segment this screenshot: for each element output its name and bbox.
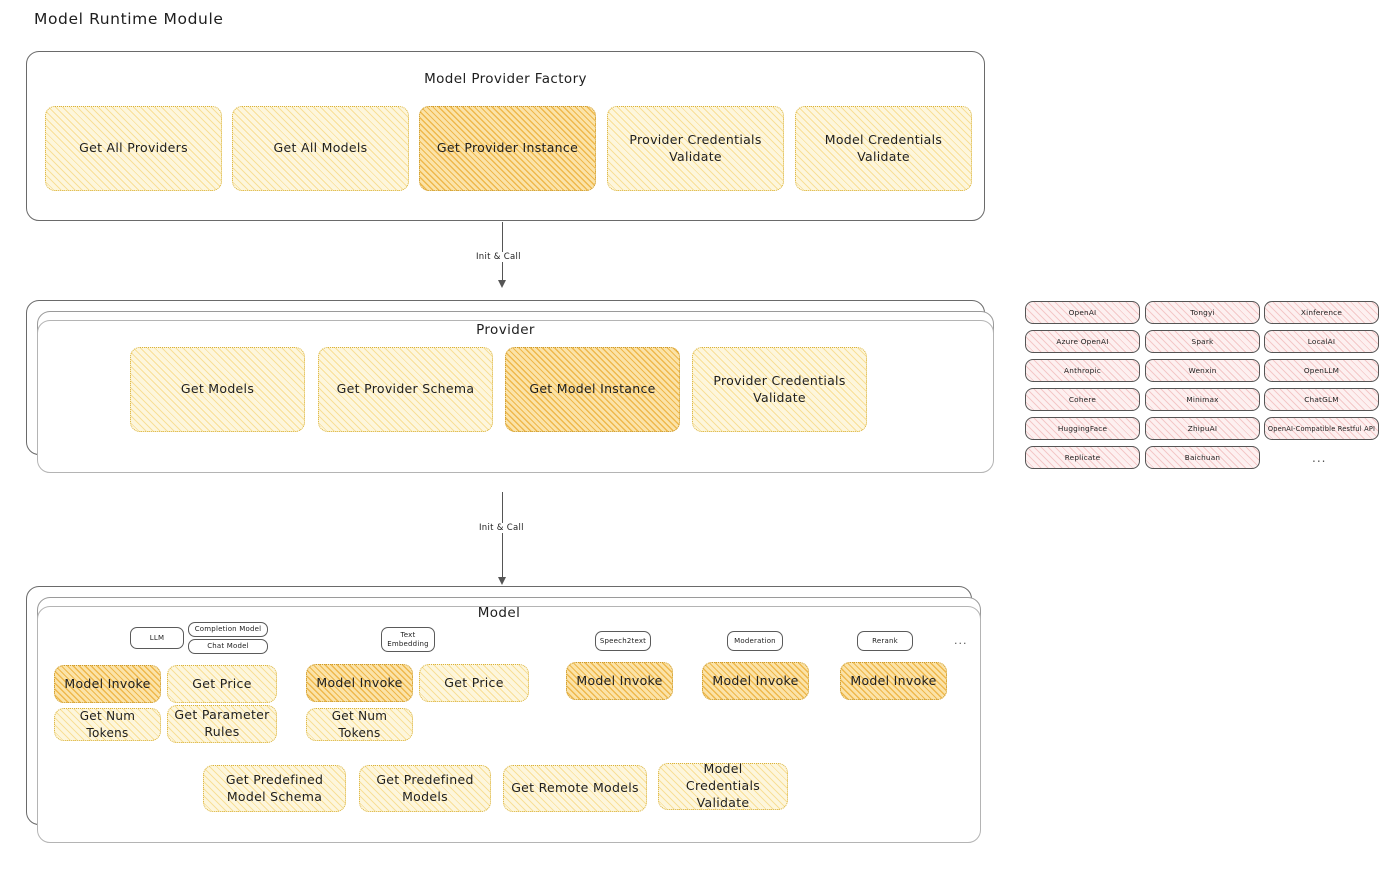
- chip-text-embedding[interactable]: Text Embedding: [381, 627, 435, 652]
- card-get-models[interactable]: Get Models: [130, 347, 305, 432]
- card-get-model-instance[interactable]: Get Model Instance: [505, 347, 680, 432]
- provider-pill-wenxin[interactable]: Wenxin: [1145, 359, 1260, 382]
- card-model-credentials-validate[interactable]: Model Credentials Validate: [795, 106, 972, 191]
- card-llm-model-invoke[interactable]: Model Invoke: [54, 665, 161, 703]
- card-get-provider-schema[interactable]: Get Provider Schema: [318, 347, 493, 432]
- provider-label: Provider: [476, 322, 535, 338]
- provider-pill-cohere[interactable]: Cohere: [1025, 388, 1140, 411]
- chip-llm[interactable]: LLM: [130, 627, 184, 649]
- chip-speech2text[interactable]: Speech2text: [595, 631, 651, 651]
- provider-pill-huggingface[interactable]: HuggingFace: [1025, 417, 1140, 440]
- card-provider-credentials-validate-2[interactable]: Provider Credentials Validate: [692, 347, 867, 432]
- model-label: Model: [477, 605, 521, 621]
- model-provider-factory-container: Model Provider Factory Get All Providers…: [26, 51, 985, 221]
- model-provider-factory-label: Model Provider Factory: [424, 71, 587, 87]
- provider-pill-localai[interactable]: LocalAI: [1264, 330, 1379, 353]
- card-get-all-models[interactable]: Get All Models: [232, 106, 409, 191]
- provider-pill-openllm[interactable]: OpenLLM: [1264, 359, 1379, 382]
- card-embedding-get-num-tokens[interactable]: Get Num Tokens: [306, 708, 413, 741]
- provider-container: Provider Get Models Get Provider Schema …: [26, 300, 994, 473]
- card-moderation-model-invoke[interactable]: Model Invoke: [702, 662, 809, 700]
- card-get-remote-models[interactable]: Get Remote Models: [503, 765, 647, 812]
- provider-pill-azure-openai[interactable]: Azure OpenAI: [1025, 330, 1140, 353]
- card-rerank-model-invoke[interactable]: Model Invoke: [840, 662, 947, 700]
- card-get-provider-instance[interactable]: Get Provider Instance: [419, 106, 596, 191]
- provider-pill-chatglm[interactable]: ChatGLM: [1264, 388, 1379, 411]
- card-embedding-model-invoke[interactable]: Model Invoke: [306, 664, 413, 702]
- provider-pill-tongyi[interactable]: Tongyi: [1145, 301, 1260, 324]
- provider-pill-minimax[interactable]: Minimax: [1145, 388, 1260, 411]
- provider-pill-xinference[interactable]: Xinference: [1264, 301, 1379, 324]
- provider-pill-spark[interactable]: Spark: [1145, 330, 1260, 353]
- provider-pill-replicate[interactable]: Replicate: [1025, 446, 1140, 469]
- card-get-predefined-models[interactable]: Get Predefined Models: [359, 765, 491, 812]
- chip-completion-model[interactable]: Completion Model: [188, 622, 268, 637]
- card-get-predefined-model-schema[interactable]: Get Predefined Model Schema: [203, 765, 346, 812]
- card-speech2text-model-invoke[interactable]: Model Invoke: [566, 662, 673, 700]
- model-container: Model LLM Completion Model Chat Model Te…: [26, 586, 981, 843]
- arrow-provider-to-model-line: [502, 492, 503, 579]
- card-provider-credentials-validate[interactable]: Provider Credentials Validate: [607, 106, 784, 191]
- arrow-label-init-call-1: Init & Call: [473, 252, 524, 262]
- arrow-factory-to-provider-head: [498, 280, 506, 288]
- card-get-all-providers[interactable]: Get All Providers: [45, 106, 222, 191]
- provider-pill-openai[interactable]: OpenAI: [1025, 301, 1140, 324]
- chip-moderation[interactable]: Moderation: [727, 631, 783, 651]
- provider-pill-baichuan[interactable]: Baichuan: [1145, 446, 1260, 469]
- arrow-provider-to-model-head: [498, 577, 506, 585]
- provider-pill-openai-compatible[interactable]: OpenAI-Compatible Restful API: [1264, 417, 1379, 440]
- card-llm-get-parameter-rules[interactable]: Get Parameter Rules: [167, 705, 277, 743]
- card-llm-get-price[interactable]: Get Price: [167, 665, 277, 703]
- arrow-label-init-call-2: Init & Call: [476, 523, 527, 533]
- provider-pill-anthropic[interactable]: Anthropic: [1025, 359, 1140, 382]
- provider-pill-zhipuai[interactable]: ZhipuAI: [1145, 417, 1260, 440]
- page-title: Model Runtime Module: [34, 10, 224, 28]
- provider-list-more-ellipsis: ...: [1312, 451, 1327, 465]
- chip-rerank[interactable]: Rerank: [857, 631, 913, 651]
- card-model-credentials-validate-3[interactable]: Model Credentials Validate: [658, 761, 788, 810]
- model-types-more-ellipsis: ...: [954, 634, 968, 647]
- card-embedding-get-price[interactable]: Get Price: [419, 664, 529, 702]
- card-llm-get-num-tokens[interactable]: Get Num Tokens: [54, 708, 161, 741]
- chip-chat-model[interactable]: Chat Model: [188, 639, 268, 654]
